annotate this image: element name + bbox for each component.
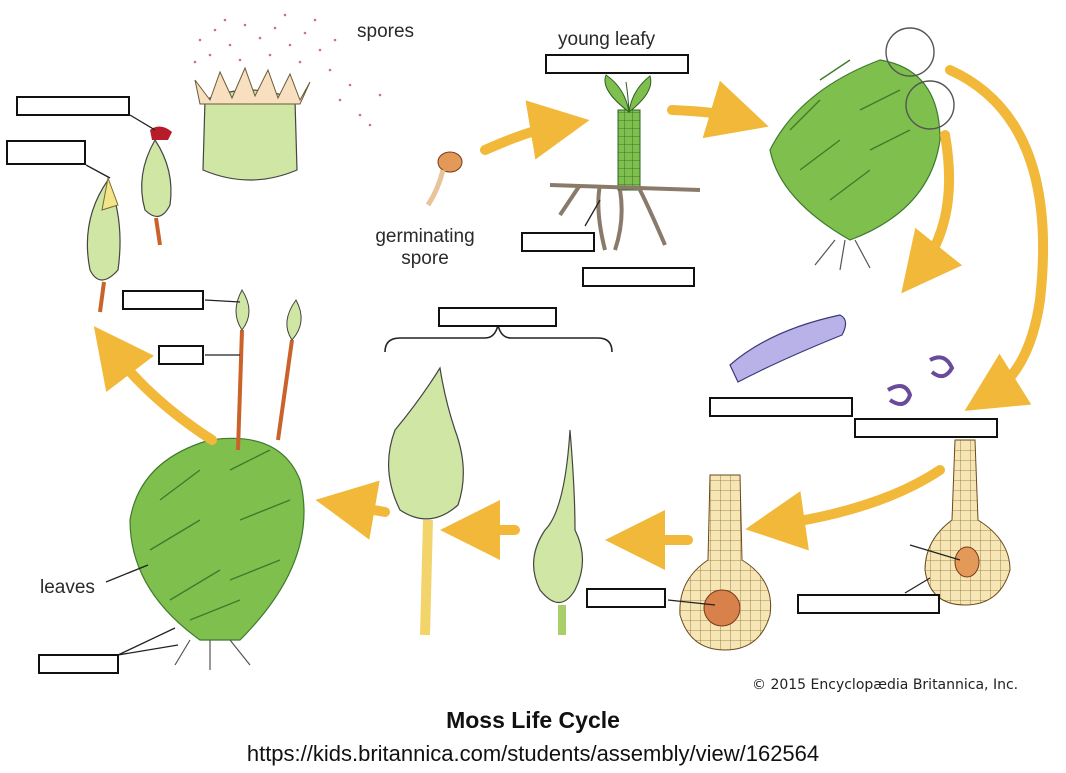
sperm-cells [886, 355, 955, 406]
blank-label-box[interactable] [6, 140, 86, 165]
blank-label-box[interactable] [709, 397, 853, 417]
moss-life-cycle-diagram: spores young leafy germinating spore lea… [6, 13, 1049, 693]
blank-label-box[interactable] [582, 267, 695, 287]
spores-label: spores [357, 21, 415, 42]
blank-label-box[interactable] [854, 418, 998, 438]
germinating-spore-label: germinating spore [375, 226, 475, 269]
cycle-arrows [93, 65, 1049, 570]
mature-capsules [86, 126, 172, 313]
blank-label-box[interactable] [158, 345, 204, 365]
source-url: https://kids.britannica.com/students/ass… [246, 741, 820, 766]
leafy-gametophyte [769, 27, 955, 271]
blank-label-box[interactable] [122, 290, 204, 310]
sporophyte-stage-1 [532, 429, 584, 635]
sporophyte-bracket [384, 324, 613, 353]
blank-label-box[interactable] [38, 654, 119, 674]
page-title: Moss Life Cycle [446, 707, 620, 733]
sporophyte-stage-2 [388, 366, 464, 636]
antheridium [729, 314, 847, 383]
copyright-credit: © 2015 Encyclopædia Britannica, Inc. [752, 677, 1019, 693]
leader-lines [85, 114, 961, 656]
blank-label-box[interactable] [586, 588, 666, 608]
developing-sporophyte [679, 474, 772, 651]
blank-label-box[interactable] [16, 96, 130, 116]
blank-label-box[interactable] [545, 54, 689, 74]
leaves-label: leaves [40, 577, 95, 598]
spore-cloud [193, 13, 382, 127]
young-leafy-label: young leafy [558, 29, 656, 50]
blank-label-box[interactable] [521, 232, 595, 252]
young-leafy-gametophyte [549, 74, 701, 251]
archegonium [924, 439, 1011, 606]
germinating-spore [425, 151, 463, 207]
blank-label-box[interactable] [438, 307, 557, 327]
moss-plant [129, 289, 305, 670]
open-capsule [194, 66, 311, 181]
blank-label-box[interactable] [797, 594, 940, 614]
